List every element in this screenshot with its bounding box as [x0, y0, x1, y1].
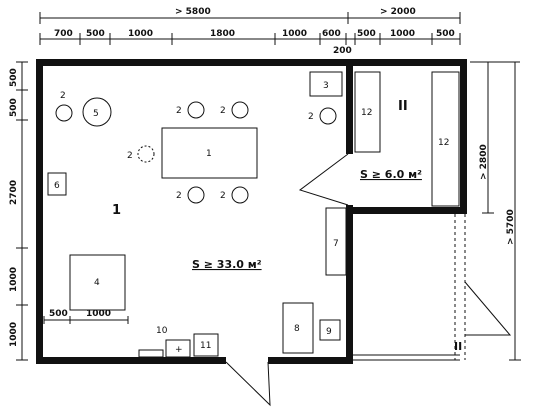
dim-top-seg-1: 700	[54, 29, 73, 39]
dim-top-side-seg-2: 1000	[390, 29, 415, 39]
top-dimension-lines: > 5800 > 2000 700 500 1000 1800 1000 600…	[39, 7, 461, 56]
svg-text:6: 6	[54, 181, 60, 191]
dim-top-seg-4: 1800	[210, 29, 235, 39]
svg-text:11: 11	[200, 341, 211, 351]
item-7: 7	[325, 207, 347, 276]
svg-text:7: 7	[333, 239, 339, 249]
dim-left-seg-2: 500	[9, 98, 19, 117]
svg-text:12: 12	[361, 108, 372, 118]
dim-left-seg-5: 1000	[9, 322, 19, 347]
svg-text:3: 3	[323, 81, 329, 91]
svg-text:12: 12	[438, 138, 449, 148]
porch-outline: II	[353, 214, 512, 361]
dim-top-side-seg-3: 500	[436, 29, 455, 39]
room-main-label: 1	[112, 203, 121, 218]
room-main-area: S ≥ 33.0 м²	[192, 258, 262, 271]
item-4: 4	[69, 254, 126, 311]
dim-top-total-main: > 5800	[175, 7, 211, 17]
table-item-1: 1	[161, 127, 258, 179]
dim-top-gap: 200	[333, 46, 352, 56]
chair-label-7: 2	[308, 112, 314, 122]
chair-label-4: 2	[220, 191, 226, 201]
left-dimension-lines: 500 500 2700 1000 1000	[9, 61, 28, 361]
dim-inner-1: 500	[49, 309, 68, 319]
dim-inner-2: 1000	[86, 309, 111, 319]
svg-text:10: 10	[156, 326, 168, 336]
item-12-right: 12	[431, 71, 460, 207]
walls	[36, 59, 467, 364]
svg-text:8: 8	[294, 324, 300, 334]
dim-top-seg-2: 500	[86, 29, 105, 39]
dim-top-seg-6: 600	[322, 29, 341, 39]
dim-top-seg-5: 1000	[282, 29, 307, 39]
chair-label-5: 2	[127, 151, 133, 161]
item-6: 6	[47, 172, 67, 196]
svg-text:4: 4	[94, 278, 100, 288]
dim-left-seg-1: 500	[9, 68, 19, 87]
svg-text:9: 9	[326, 327, 332, 337]
room-side-label: II	[398, 99, 408, 114]
item-5: 5	[82, 97, 112, 127]
item-8: 8	[282, 302, 314, 354]
svg-text:+: +	[175, 345, 183, 355]
dim-top-seg-3: 1000	[128, 29, 153, 39]
chair-label-3: 2	[176, 191, 182, 201]
room-side-area: S ≥ 6.0 м²	[360, 168, 422, 181]
inner-dimension-bottom: 500 1000	[43, 309, 129, 324]
chair-label-6: 2	[60, 91, 66, 101]
door-swings	[225, 153, 349, 407]
item-10: 10 +	[138, 326, 191, 358]
item-3: 3	[309, 71, 343, 97]
item-12-left: 12	[354, 71, 381, 153]
porch-label: II	[454, 340, 462, 353]
dim-right-small: > 2800	[479, 144, 489, 180]
dim-top-total-side: > 2000	[380, 7, 416, 17]
svg-text:5: 5	[93, 109, 99, 119]
svg-text:1: 1	[206, 149, 212, 159]
right-dimension-lines: > 2800 > 5700	[470, 61, 521, 361]
dim-right-total: > 5700	[506, 209, 516, 245]
chair-label-1: 2	[176, 106, 182, 116]
chairs: 2 2 2 2 2 2 2	[55, 91, 337, 204]
dim-left-seg-4: 1000	[9, 267, 19, 292]
item-9: 9	[319, 319, 341, 341]
dim-top-side-seg-1: 500	[357, 29, 376, 39]
dim-left-seg-3: 2700	[9, 180, 19, 205]
chair-label-2: 2	[220, 106, 226, 116]
item-11: 11	[193, 333, 219, 357]
